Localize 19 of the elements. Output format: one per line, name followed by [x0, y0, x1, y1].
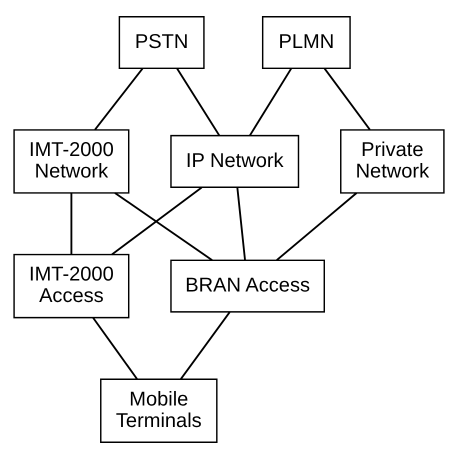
- connector: [276, 192, 358, 261]
- node-box: IP Network: [170, 134, 300, 188]
- connector: [249, 68, 292, 136]
- connector: [236, 187, 246, 260]
- connector: [94, 68, 144, 130]
- node-box: Private Network: [340, 129, 445, 194]
- connector: [70, 192, 72, 254]
- connector: [92, 317, 138, 380]
- node-box: PLMN: [262, 16, 351, 70]
- node-box: Mobile Terminals: [100, 378, 218, 443]
- connector: [180, 312, 230, 380]
- connector: [324, 68, 371, 130]
- connector: [114, 192, 213, 261]
- connector: [111, 186, 202, 256]
- node-box: BRAN Access: [170, 260, 325, 313]
- node-box: IMT-2000 Access: [13, 254, 130, 318]
- node-box: IMT-2000 Network: [13, 129, 130, 194]
- connector: [176, 68, 220, 136]
- node-box: PSTN: [118, 16, 205, 70]
